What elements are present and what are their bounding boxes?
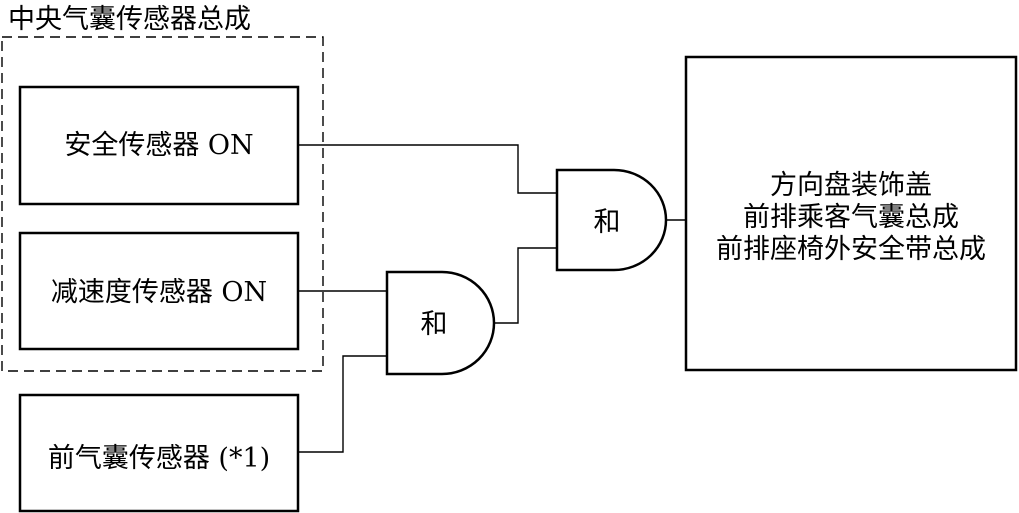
wire-front-to-lower-gate — [298, 355, 387, 453]
wire-lower-gate-to-upper-gate — [494, 247, 557, 324]
output-line-2: 前排乘客气囊总成 — [743, 202, 959, 233]
decel-sensor-box — [18, 231, 300, 351]
front-airbag-sensor-label: 前气囊传感器 (*1) — [48, 443, 270, 474]
output-line-1: 方向盘装饰盖 — [770, 170, 932, 201]
and-gate-upper-shape — [555, 168, 668, 272]
output-line-3: 前排座椅外安全带总成 — [716, 234, 986, 265]
front-airbag-sensor-block: 前气囊传感器 (*1) — [18, 393, 300, 513]
central-sensor-assembly-boundary — [1, 36, 324, 372]
central-sensor-assembly-title: 中央气囊传感器总成 — [8, 4, 251, 35]
and-gate-lower: 和 — [385, 270, 496, 376]
decel-sensor-block: 减速度传感器 ON — [18, 231, 300, 351]
output-box — [684, 55, 1018, 372]
safety-sensor-block: 安全传感器 ON — [18, 85, 300, 206]
decel-sensor-label: 减速度传感器 ON — [51, 277, 267, 308]
and-gate-lower-shape — [385, 270, 496, 376]
and-gate-lower-label: 和 — [421, 309, 448, 340]
wire-safety-to-upper-gate — [298, 144, 557, 194]
and-gate-upper: 和 — [555, 168, 668, 272]
and-gate-upper-label: 和 — [594, 207, 621, 238]
safety-sensor-label: 安全传感器 ON — [64, 130, 253, 161]
front-airbag-sensor-box — [18, 393, 300, 513]
output-block: 方向盘装饰盖 前排乘客气囊总成 前排座椅外安全带总成 — [684, 55, 1018, 372]
